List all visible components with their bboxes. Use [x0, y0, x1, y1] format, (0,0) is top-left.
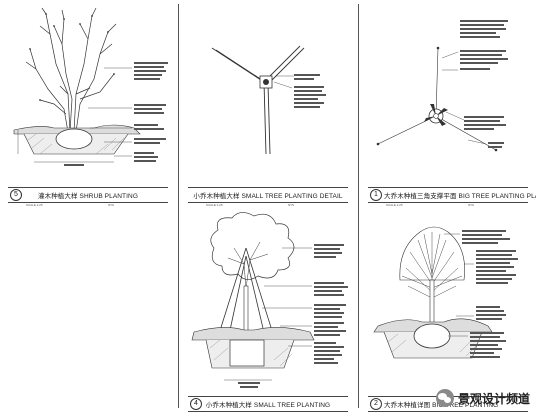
- small-tree-plan-drawing: [211, 45, 326, 155]
- big-tree-plan-drawing: [376, 20, 508, 152]
- shrub-leader-lines: [17, 67, 132, 163]
- watermark: 景观设计频道: [435, 388, 530, 408]
- wechat-icon: [435, 389, 454, 407]
- small-tree-mulch: [191, 327, 315, 341]
- panel-title-bar: 1 大乔木种植三角支撑平面 BIG TREE PLANTING PLAN: [368, 187, 536, 203]
- panel-small-tree-planting: 4 小乔木种植大样 SMALL TREE PLANTING: [184, 208, 352, 412]
- big-tree-leader-lines: [444, 233, 474, 337]
- big-tree-section-drawing: [373, 226, 518, 359]
- anchor-points: [376, 46, 498, 152]
- panel-title: 小乔木种植大样 SMALL TREE PLANTING DETAIL: [193, 193, 343, 200]
- detail-leader-lines: [273, 75, 294, 89]
- detail-number: 5: [10, 189, 22, 201]
- shrub-annotation-blocks: [64, 62, 168, 166]
- scale-note: NTS: [288, 203, 294, 207]
- tripod-stakes: [211, 45, 305, 155]
- grid-divider-left: [178, 4, 179, 408]
- small-tree-annotation-blocks: [238, 244, 348, 388]
- small-tree-leader-lines: [224, 247, 312, 381]
- scale-label: SCALE 1:25: [26, 203, 43, 207]
- scale-note: NTS: [468, 203, 474, 207]
- panel-title-bar: 小乔木种植大样 SMALL TREE PLANTING DETAIL: [188, 187, 348, 203]
- panel-title-bar: 5 灌木种植大样 SHRUB PLANTING: [8, 187, 168, 203]
- grid-divider-right: [358, 4, 359, 408]
- shrub-twig-dots: [29, 13, 115, 101]
- plan-leader-lines: [441, 51, 487, 145]
- detail-number: 4: [190, 398, 202, 410]
- panel-title: 大乔木种植三角支撑平面 BIG TREE PLANTING PLAN: [384, 193, 536, 200]
- plan-annotation-blocks: [460, 20, 508, 148]
- scale-note: NTS: [108, 203, 114, 207]
- watermark-text: 景观设计频道: [457, 391, 530, 406]
- panel-title: 灌木种植大样 SHRUB PLANTING: [38, 193, 138, 200]
- shrub-branches: [25, 7, 117, 133]
- big-tree-trunk: [429, 279, 435, 329]
- big-tree-canopy: [399, 226, 465, 281]
- detail-annotation-blocks: [294, 74, 326, 108]
- panel-small-tree-detail: 小乔木种植大样 SMALL TREE PLANTING DETAIL SCALE…: [184, 4, 352, 207]
- panel-title-bar: 4 小乔木种植大样 SMALL TREE PLANTING: [188, 396, 348, 412]
- panel-scale-row: SCALE 1:25 NTS: [368, 203, 528, 209]
- detail-number: 1: [370, 189, 382, 201]
- shrub-root-ball: [55, 128, 93, 150]
- big-tree-root-ball: [413, 323, 451, 349]
- panel-scale-row: SCALE 1:25 NTS: [8, 203, 168, 209]
- trunk-brace-blades: [424, 104, 448, 126]
- scale-label: SCALE 1:25: [386, 203, 403, 207]
- panel-scale-row: SCALE 1:25 NTS: [188, 203, 348, 209]
- big-tree-annotation-blocks: [462, 230, 518, 358]
- detail-number: 2: [370, 398, 382, 410]
- trunk-center: [433, 113, 439, 119]
- small-tree-canopy: [210, 212, 295, 280]
- panel-big-tree-plan: 1 大乔木种植三角支撑平面 BIG TREE PLANTING PLAN SCA…: [364, 4, 536, 207]
- panel-title: 小乔木种植大样 SMALL TREE PLANTING: [205, 402, 331, 409]
- trunk-marker: [263, 79, 269, 85]
- small-tree-root-ball: [229, 339, 265, 367]
- panel-big-tree-planting: 2 大乔木种植详图 BIG TREE PLANTING: [364, 208, 532, 412]
- small-tree-hatch: [209, 339, 293, 367]
- panel-shrub-planting: 5 灌木种植大样 SHRUB PLANTING SCALE 1:25 NTS: [4, 4, 172, 207]
- shrub-soil-hatch: [27, 133, 125, 155]
- small-tree-section-drawing: [191, 212, 348, 388]
- shrub-planting-drawing: [13, 7, 168, 166]
- scale-label: SCALE 1:25: [206, 203, 223, 207]
